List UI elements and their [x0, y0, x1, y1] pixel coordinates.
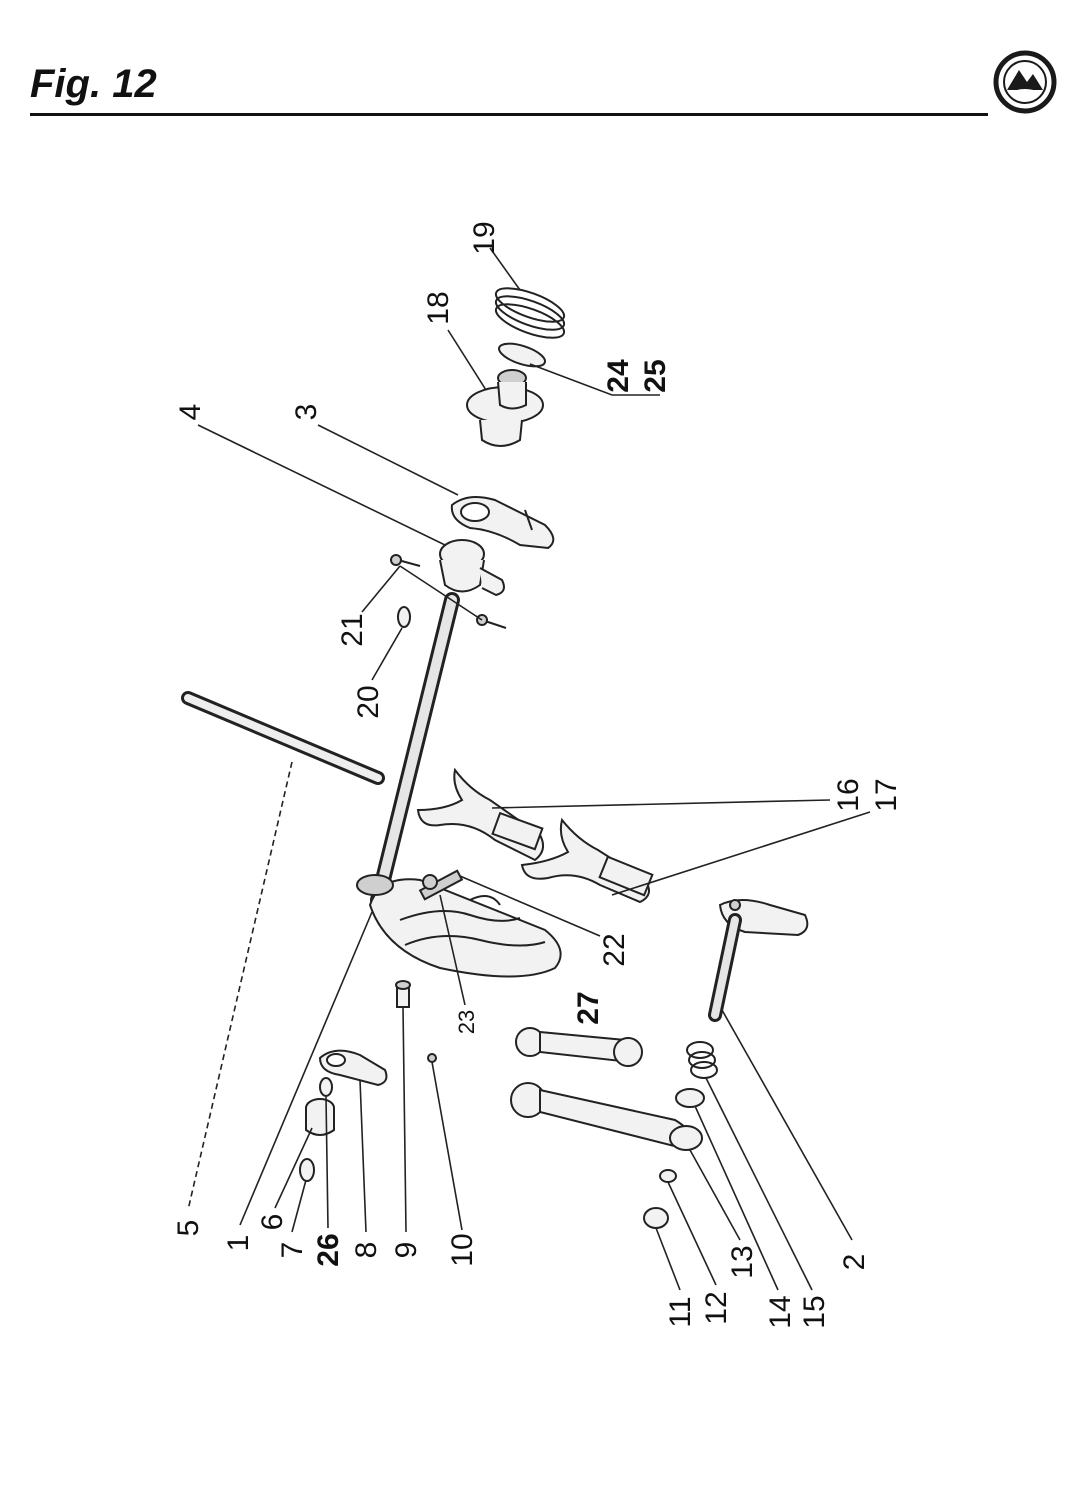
leader-24-25	[529, 363, 660, 396]
part-14-15-spring	[675, 1041, 718, 1108]
leader-21a	[361, 565, 401, 613]
part-20-ring	[397, 606, 411, 628]
figure-title: Fig. 12	[30, 62, 157, 106]
part-6-bush	[305, 1098, 335, 1136]
callout-16: 16	[832, 778, 865, 811]
leader-6	[274, 1127, 313, 1209]
part-9-stud	[395, 980, 411, 1008]
part-1-shaft	[370, 592, 460, 908]
callout-13: 13	[726, 1245, 759, 1278]
callout-23: 23	[454, 1010, 479, 1034]
callout-20: 20	[352, 685, 385, 718]
leader-8	[359, 1079, 367, 1233]
part-19-spring	[494, 287, 566, 339]
part-27-link-arm	[515, 1027, 643, 1067]
part-16-shift-fork	[416, 767, 545, 862]
part-7-ring	[299, 1158, 315, 1182]
leader-4	[197, 424, 446, 546]
part-26-ring	[319, 1077, 333, 1097]
callout-8: 8	[350, 1242, 383, 1259]
leader-14	[694, 1105, 779, 1291]
part-13-lever-arm	[510, 1082, 703, 1152]
leader-12	[667, 1181, 717, 1286]
leader-1	[239, 911, 373, 1226]
leader-2	[721, 1009, 853, 1241]
callout-15: 15	[798, 1295, 831, 1328]
leader-13	[689, 1149, 741, 1241]
leader-5	[187, 761, 293, 1211]
callout-9: 9	[390, 1242, 423, 1259]
callout-4: 4	[174, 404, 207, 421]
callout-25: 25	[639, 359, 672, 392]
callout-26: 26	[312, 1233, 345, 1266]
callout-3: 3	[290, 404, 323, 421]
part-8-plate	[318, 1049, 388, 1087]
leader-3	[317, 424, 459, 496]
part-22-latch	[418, 869, 464, 901]
leader-26	[325, 1096, 329, 1229]
part-2-lever	[708, 899, 809, 1022]
leader-21b	[399, 565, 483, 621]
leader-18	[447, 329, 487, 391]
callout-19: 19	[468, 221, 501, 254]
callout-17: 17	[870, 778, 903, 811]
part-18-hub	[466, 369, 544, 447]
leader-19	[489, 247, 521, 291]
part-5-rod	[181, 691, 385, 785]
callout-27: 27	[572, 991, 605, 1024]
callout-22: 22	[598, 933, 631, 966]
part-10-pin	[427, 1053, 437, 1063]
leader-20	[371, 627, 403, 681]
part-4-clamp	[439, 539, 505, 597]
callout-24: 24	[602, 359, 635, 393]
part-1-selector-plate	[356, 874, 562, 978]
part-3-lever	[450, 495, 555, 550]
leader-17	[611, 811, 871, 896]
leader-22	[459, 875, 601, 937]
callout-12: 12	[700, 1291, 733, 1324]
part-11-12-nuts	[643, 1169, 677, 1229]
leader-10	[431, 1061, 463, 1231]
callout-6: 6	[256, 1214, 289, 1231]
leader-23	[439, 894, 466, 1006]
part-21-bolts	[390, 554, 507, 629]
leader-7	[291, 1179, 307, 1233]
callout-7: 7	[276, 1242, 309, 1259]
callout-5: 5	[172, 1220, 205, 1237]
leader-11	[655, 1227, 681, 1291]
callout-2: 2	[838, 1254, 871, 1271]
callout-21: 21	[336, 613, 369, 646]
callout-10: 10	[446, 1233, 479, 1266]
callout-18: 18	[422, 291, 455, 324]
leader-16	[491, 799, 831, 809]
part-24-washer	[498, 342, 546, 368]
callout-11: 11	[664, 1296, 697, 1327]
callout-14: 14	[764, 1295, 797, 1328]
brand-seal-icon	[993, 50, 1057, 114]
title-rule	[30, 113, 988, 116]
leader-15	[705, 1077, 813, 1291]
callout-1: 1	[222, 1235, 255, 1252]
leader-9	[402, 1006, 407, 1233]
